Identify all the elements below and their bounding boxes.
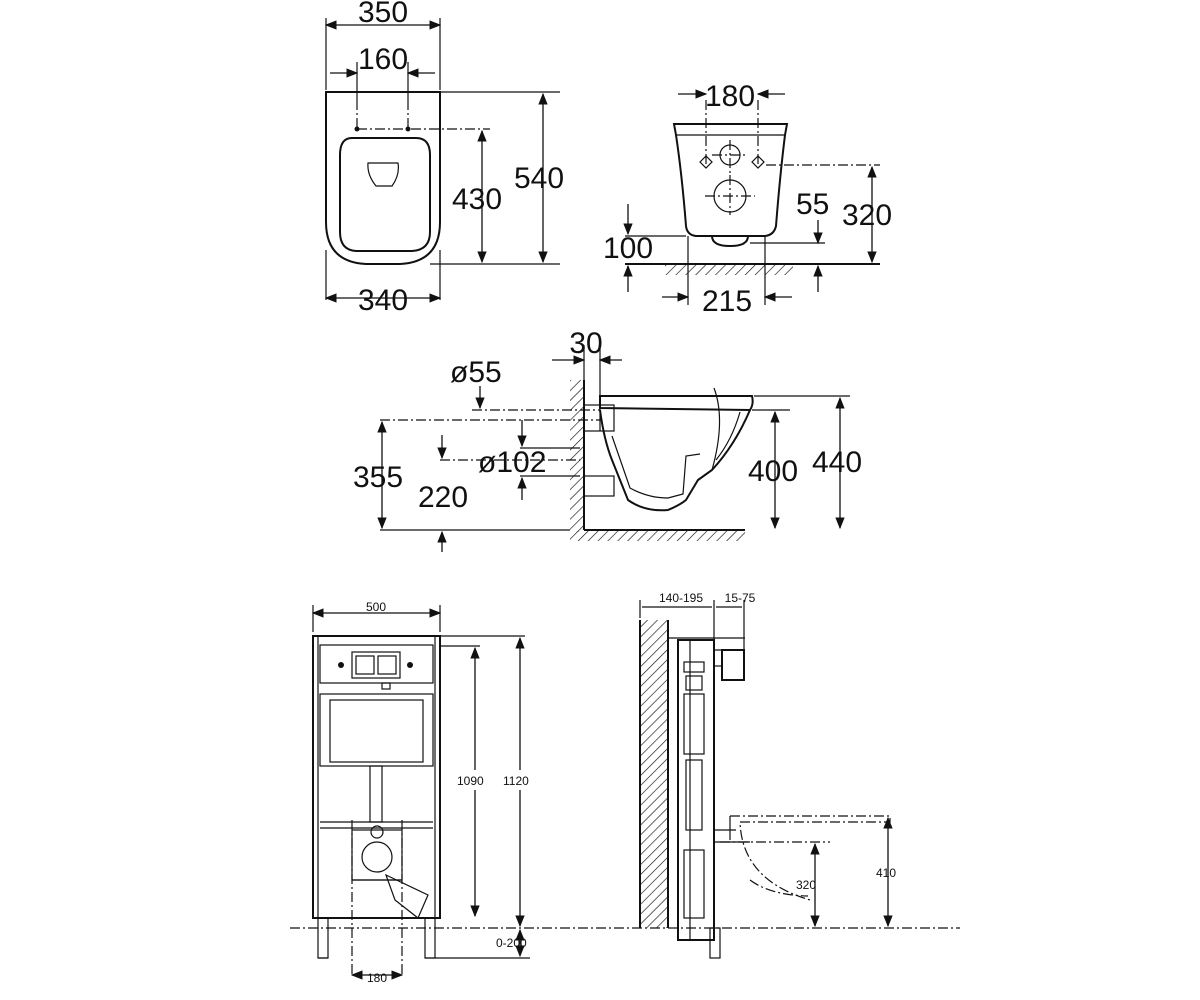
- dim-320: 320: [842, 199, 892, 232]
- bowl-opening: [339, 137, 431, 252]
- dim-220: 220: [418, 481, 468, 514]
- dim-15-75: 15-75: [725, 591, 756, 605]
- inlet-connector: [583, 404, 615, 432]
- flush-button-right: [377, 655, 397, 675]
- top-view: 350 160 430 540 340: [324, 0, 564, 317]
- dim-355: 355: [353, 461, 403, 494]
- bolt-right: [751, 155, 765, 169]
- cistern: [319, 693, 434, 767]
- dim-430: 430: [452, 183, 502, 216]
- frame-post: [677, 639, 715, 941]
- dim-350: 350: [358, 0, 408, 29]
- dim-55: 55: [796, 188, 829, 221]
- flush-button-left: [355, 655, 375, 675]
- dim-140-195: 140-195: [659, 591, 703, 605]
- floor: [570, 531, 745, 541]
- side-view: 30 ø55 ø102 355 220 400 440: [353, 327, 862, 552]
- rear-view: 180 320 55 100 215: [603, 80, 892, 318]
- dim-frame-180: 180: [367, 971, 387, 985]
- flush-box: [721, 649, 745, 681]
- dim-215: 215: [702, 285, 752, 318]
- bowl-outline: [325, 91, 441, 265]
- dim-1090: 1090: [457, 774, 484, 788]
- dim-100: 100: [603, 232, 653, 265]
- dim-180: 180: [705, 80, 755, 113]
- dim-30: 30: [569, 327, 602, 360]
- bolt-left: [699, 155, 713, 169]
- dim-340: 340: [358, 284, 408, 317]
- rear-outlet: [711, 235, 749, 248]
- wall: [570, 380, 584, 532]
- frame-side-view: 140-195 15-75 320 410: [639, 591, 896, 959]
- dim-540: 540: [514, 162, 564, 195]
- drain-outline: [367, 162, 399, 187]
- dim-1120: 1120: [503, 774, 529, 788]
- frame-front-view: 500 1090 1120 0-200 180: [290, 600, 960, 985]
- dim-side-320: 320: [796, 878, 816, 892]
- dim-400: 400: [748, 455, 798, 488]
- frame-wall: [640, 620, 668, 928]
- dim-160: 160: [358, 43, 408, 76]
- dim-d55: ø55: [450, 356, 502, 389]
- seat: [599, 395, 754, 412]
- dim-0-200: 0-200: [496, 936, 527, 950]
- dim-500: 500: [366, 600, 386, 614]
- bowl-body: [599, 409, 751, 512]
- dim-d102: ø102: [478, 446, 546, 479]
- dim-410: 410: [876, 866, 896, 880]
- toilet-outline: [730, 815, 891, 901]
- dim-440: 440: [812, 446, 862, 479]
- frame-outline: [312, 635, 441, 919]
- outlet-connector: [583, 475, 615, 497]
- flush-plate: [351, 651, 401, 679]
- frame-outlet: [361, 841, 393, 873]
